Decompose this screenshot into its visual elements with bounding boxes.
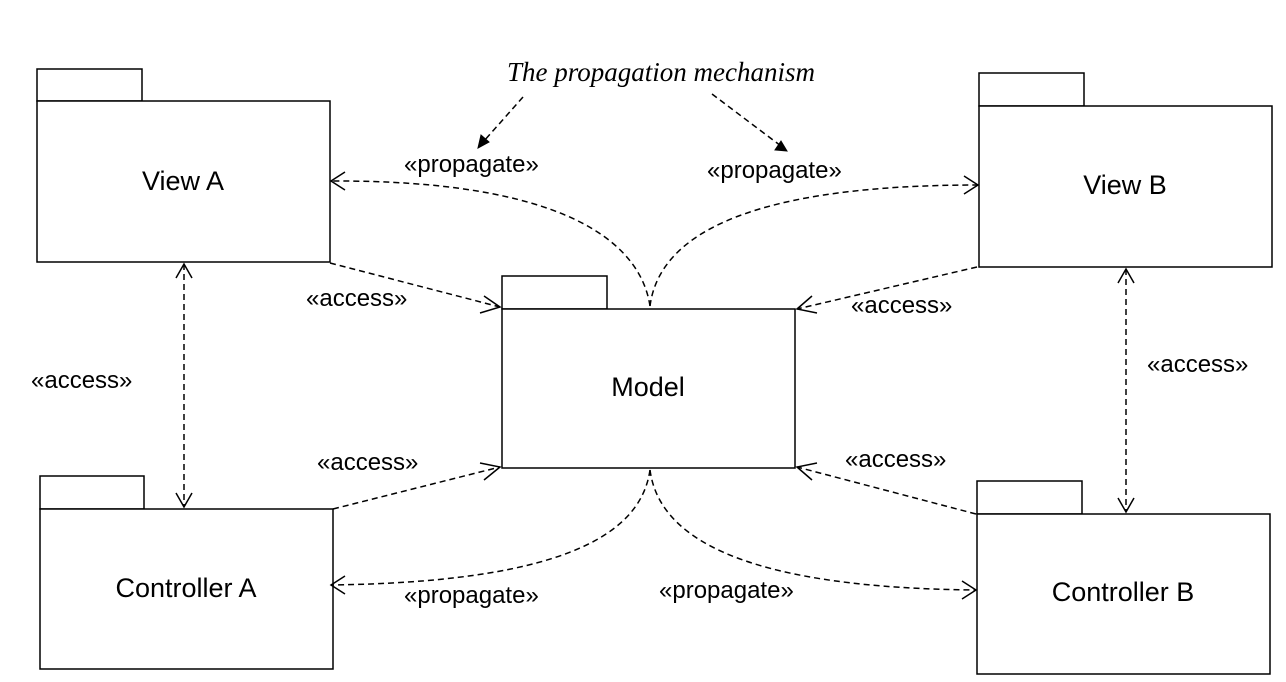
package-label-model: Model: [611, 372, 685, 402]
package-view-b[interactable]: View B: [978, 72, 1273, 268]
propagate-model-view-a: [329, 171, 651, 307]
package-controller-b[interactable]: Controller B: [976, 480, 1271, 675]
package-label-controller-a: Controller A: [115, 573, 256, 603]
note-pointer-left: [477, 96, 524, 149]
package-tab: [501, 275, 608, 310]
access-controller-b-model: [795, 462, 977, 515]
access-view-b-controller-b: [1117, 267, 1135, 514]
package-view-a[interactable]: View A: [36, 68, 331, 263]
package-label-view-a: View A: [142, 166, 224, 196]
package-body: [501, 308, 796, 469]
package-tab: [978, 72, 1085, 107]
package-body: [978, 105, 1273, 268]
stereotype-propagate-controller-b: «propagate»: [659, 577, 794, 604]
access-view-a-controller-a: [175, 262, 193, 509]
stereotype-propagate-view-b: «propagate»: [707, 157, 842, 184]
package-body: [36, 100, 331, 263]
access-view-a-model: [329, 262, 502, 314]
stereotype-propagate-controller-a: «propagate»: [404, 582, 539, 609]
package-model[interactable]: Model: [501, 275, 796, 469]
stereotype-access-view-a-controller-a: «access»: [31, 367, 132, 394]
propagate-model-view-b: [649, 175, 980, 307]
propagate-model-controller-a: [329, 469, 651, 595]
propagation-mechanism-note: The propagation mechanism: [507, 57, 815, 87]
package-tab: [39, 475, 145, 510]
package-label-controller-b: Controller B: [1052, 577, 1195, 607]
propagate-model-controller-b: [649, 469, 978, 600]
stereotype-access-controller-b-model: «access»: [845, 446, 946, 473]
package-tab: [976, 480, 1083, 515]
stereotype-access-view-b-controller-b: «access»: [1147, 351, 1248, 378]
access-view-b-model: [795, 266, 978, 314]
package-body: [976, 513, 1271, 675]
access-controller-a-model: [332, 462, 502, 510]
package-controller-a[interactable]: Controller A: [39, 475, 334, 670]
stereotype-access-controller-a-model: «access»: [317, 449, 418, 476]
package-body: [39, 508, 334, 670]
stereotype-access-view-b-model: «access»: [851, 292, 952, 319]
stereotype-access-view-a-model: «access»: [306, 285, 407, 312]
stereotype-propagate-view-a: «propagate»: [404, 151, 539, 178]
note-pointer-right: [711, 93, 788, 152]
package-label-view-b: View B: [1083, 170, 1167, 200]
package-tab: [36, 68, 143, 102]
